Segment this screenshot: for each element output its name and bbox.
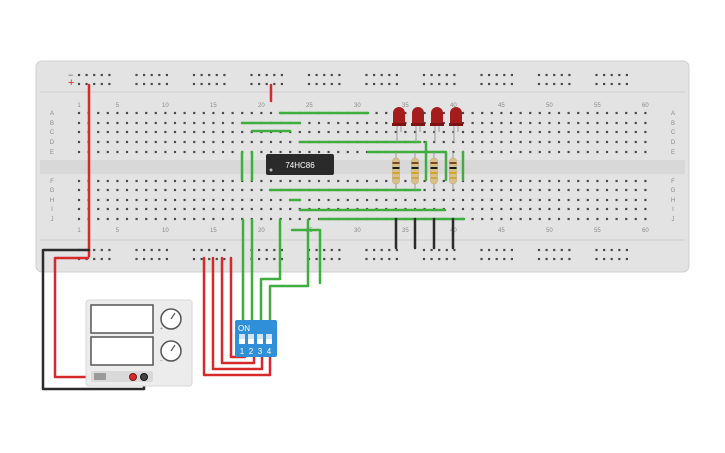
column-number: 1 [77,103,81,109]
column-number: 10 [162,103,169,109]
column-number: 55 [594,228,601,234]
row-letter: D [671,140,676,146]
row-letter: F [671,179,675,185]
column-number: 25 [306,103,313,109]
leds [392,107,463,142]
dip-switch-toggle[interactable]: 1 [239,334,245,356]
dip-switch-position-label: 1 [240,347,245,356]
wire-red-switch-1[interactable] [202,256,272,377]
wire-green-switch-3[interactable] [259,218,282,324]
power-supply[interactable]: +− [85,299,193,387]
column-number: 15 [210,103,217,109]
wire-red-switch-3[interactable] [220,256,256,365]
top-rail-minus-symbol: − [68,70,73,80]
wire-green-bottom-right[interactable] [290,228,322,285]
led-red[interactable] [411,107,425,142]
column-number: 20 [258,228,265,234]
power-supply-terminal-negative[interactable] [140,373,148,381]
power-supply-terminal-strip [91,371,153,382]
row-letter: B [50,121,54,127]
top-rail-plus-symbol: + [68,77,74,89]
dip-switch-toggle[interactable]: 2 [248,334,254,356]
row-letter: A [50,111,54,117]
column-number: 35 [402,228,409,234]
column-number: 30 [354,103,361,109]
dip-switch-position-label: 2 [249,347,254,356]
row-letter: G [50,188,55,194]
dip-switch-toggle[interactable]: 3 [257,334,263,356]
resistor[interactable] [430,152,438,190]
dip-switch-on-label: ON [238,324,250,333]
column-number: 60 [642,228,649,234]
column-number: 50 [546,228,553,234]
column-number: 5 [116,228,120,234]
led-red[interactable] [392,107,406,142]
column-number: 45 [498,228,505,234]
row-letter: F [50,179,54,185]
row-letter: H [50,198,54,204]
resistor[interactable] [449,152,457,190]
led-red[interactable] [449,107,463,142]
row-letter: I [672,207,674,213]
column-number: 30 [354,228,361,234]
row-letter: E [671,150,675,156]
wire-green-switch-4[interactable] [268,218,310,324]
column-number: 15 [210,228,217,234]
chip-label: 74HC86 [285,161,315,170]
power-supply-display-bottom [90,336,154,366]
power-supply-knob-label: − [160,358,163,364]
row-letter: A [671,111,675,117]
row-letter: H [671,198,675,204]
dip-switch-toggle[interactable]: 4 [266,334,272,356]
power-supply-display-top [90,304,154,334]
dip-switch-position-label: 4 [267,347,272,356]
row-letter: G [671,188,676,194]
row-letter: J [51,217,54,223]
power-supply-knob-bottom[interactable] [160,340,182,362]
row-letter: C [671,130,676,136]
row-letter: J [672,217,675,223]
wires [41,83,466,391]
column-number: 40 [450,103,457,109]
resistor[interactable] [392,152,400,190]
power-supply-terminal-positive[interactable] [129,373,137,381]
column-number: 10 [162,228,169,234]
row-letter: D [50,140,55,146]
column-number: 45 [498,103,505,109]
column-number: 5 [116,103,120,109]
column-number: 60 [642,103,649,109]
breadboard-center-channel [40,160,685,174]
row-letter: B [671,121,675,127]
resistors [392,152,457,190]
column-number: 1 [77,228,81,234]
dip-switch-position-label: 3 [258,347,263,356]
column-number: 35 [402,103,409,109]
chip-74hc86[interactable]: 74HC86 [266,154,334,175]
column-number: 50 [546,103,553,109]
column-number: 55 [594,103,601,109]
row-letter: I [51,207,53,213]
power-supply-switch[interactable] [94,373,106,380]
led-red[interactable] [430,107,444,142]
power-supply-knob-label: + [160,326,163,332]
row-letter: E [50,150,54,156]
wire-red-switch-2[interactable] [211,256,264,371]
resistor[interactable] [411,152,419,190]
column-number: 20 [258,103,265,109]
power-supply-knob-top[interactable] [160,308,182,330]
row-letter: C [50,130,55,136]
